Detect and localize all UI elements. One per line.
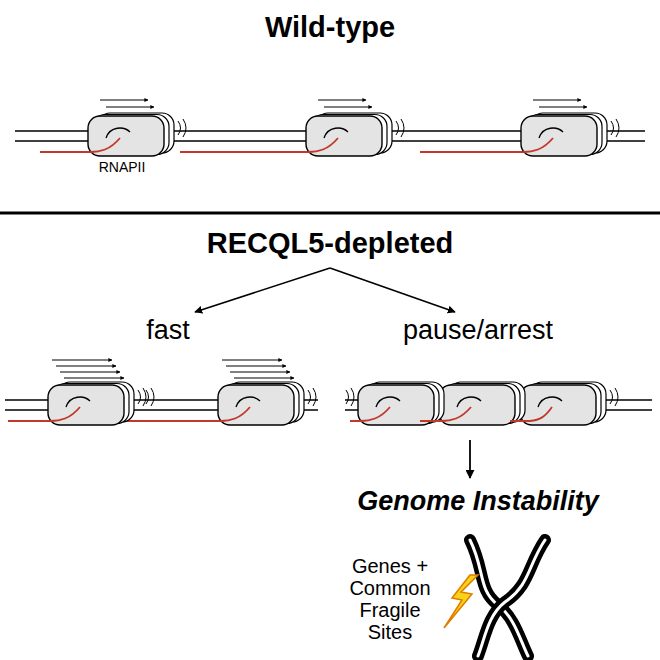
site-label: Genes + Common Fragile Sites	[340, 555, 440, 643]
branch-label: pause/arrest	[403, 316, 553, 346]
outcome-label: Genome Instability	[357, 487, 599, 517]
section-heading: Wild-type	[265, 12, 395, 44]
section-heading: RECQL5-depleted	[207, 228, 454, 260]
polymerase-label: RNAPII	[99, 160, 146, 175]
branch-label: fast	[146, 316, 190, 346]
